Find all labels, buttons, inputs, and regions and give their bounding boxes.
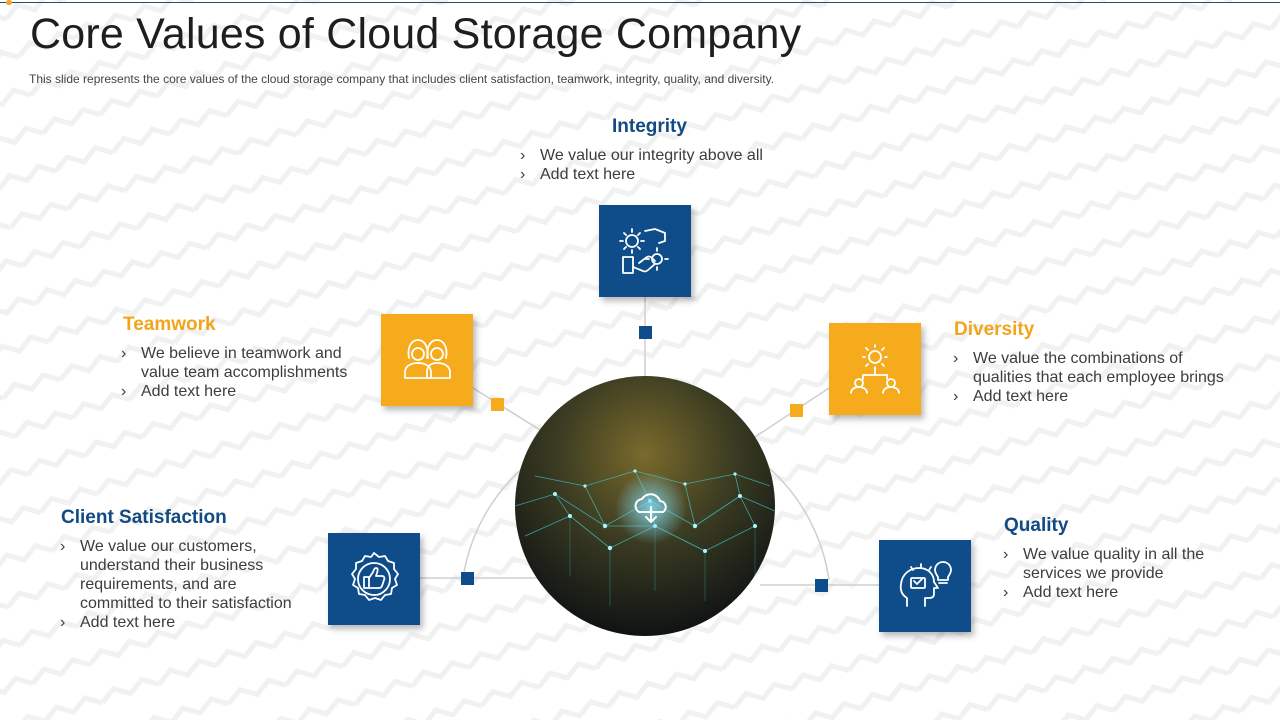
- teamwork-bullets: We believe in teamwork and value team ac…: [121, 344, 361, 401]
- diversity-bullet-1: We value the combinations of qualities t…: [953, 349, 1238, 387]
- integrity-title: Integrity: [612, 116, 687, 137]
- quality-title: Quality: [1004, 515, 1069, 536]
- cloud-download-icon: [634, 493, 667, 523]
- integrity-bullets: We value our integrity above all Add tex…: [520, 146, 800, 184]
- top-accent-line: [0, 2, 1280, 3]
- head-idea-icon: [899, 561, 952, 607]
- teamwork-bullet-1: We believe in teamwork and value team ac…: [121, 344, 361, 382]
- slide-subtitle: This slide represents the core values of…: [29, 72, 775, 86]
- diversity-icon-box: [829, 323, 921, 415]
- quality-bullet-1: We value quality in all the services we …: [1003, 545, 1243, 583]
- handshake-gears-icon: [619, 228, 669, 274]
- quality-bullets: We value quality in all the services we …: [1003, 545, 1243, 602]
- quality-icon-box: [879, 540, 971, 632]
- client-satisfaction-block: Client Satisfaction We value our custome…: [60, 507, 305, 632]
- connector-teamwork: [472, 387, 541, 431]
- client-satisfaction-bullet-1: We value our customers, understand their…: [60, 537, 305, 613]
- node-diversity: [790, 404, 803, 417]
- node-quality: [815, 579, 828, 592]
- diversity-block: Diversity We value the combinations of q…: [953, 319, 1238, 406]
- diversity-bullets: We value the combinations of qualities t…: [953, 349, 1238, 406]
- slide-title: Core Values of Cloud Storage Company: [30, 10, 802, 58]
- team-people-icon: [404, 339, 451, 379]
- gear-people-network-icon: [850, 344, 900, 394]
- client-satisfaction-icon-box: [328, 533, 420, 625]
- integrity-icon-box: [599, 205, 691, 297]
- integrity-bullet-1: We value our integrity above all: [520, 146, 800, 165]
- node-integrity: [639, 326, 652, 339]
- diversity-bullet-2: Add text here: [953, 387, 1238, 406]
- quality-bullet-2: Add text here: [1003, 583, 1243, 602]
- client-satisfaction-bullets: We value our customers, understand their…: [60, 537, 305, 632]
- node-client-satisfaction: [461, 572, 474, 585]
- node-teamwork: [491, 398, 504, 411]
- teamwork-block: Teamwork We believe in teamwork and valu…: [121, 314, 361, 401]
- diversity-title: Diversity: [954, 319, 1035, 340]
- integrity-block: Integrity We value our integrity above a…: [520, 116, 800, 184]
- quality-block: Quality We value quality in all the serv…: [1003, 515, 1243, 602]
- center-network-image: [515, 376, 775, 636]
- client-satisfaction-bullet-2: Add text here: [60, 613, 305, 632]
- client-satisfaction-title: Client Satisfaction: [61, 507, 227, 528]
- integrity-bullet-2: Add text here: [520, 165, 800, 184]
- teamwork-bullet-2: Add text here: [121, 382, 361, 401]
- teamwork-icon-box: [381, 314, 473, 406]
- top-accent-dot: [6, 0, 12, 5]
- teamwork-title: Teamwork: [123, 314, 216, 335]
- thumbs-up-badge-icon: [351, 552, 399, 601]
